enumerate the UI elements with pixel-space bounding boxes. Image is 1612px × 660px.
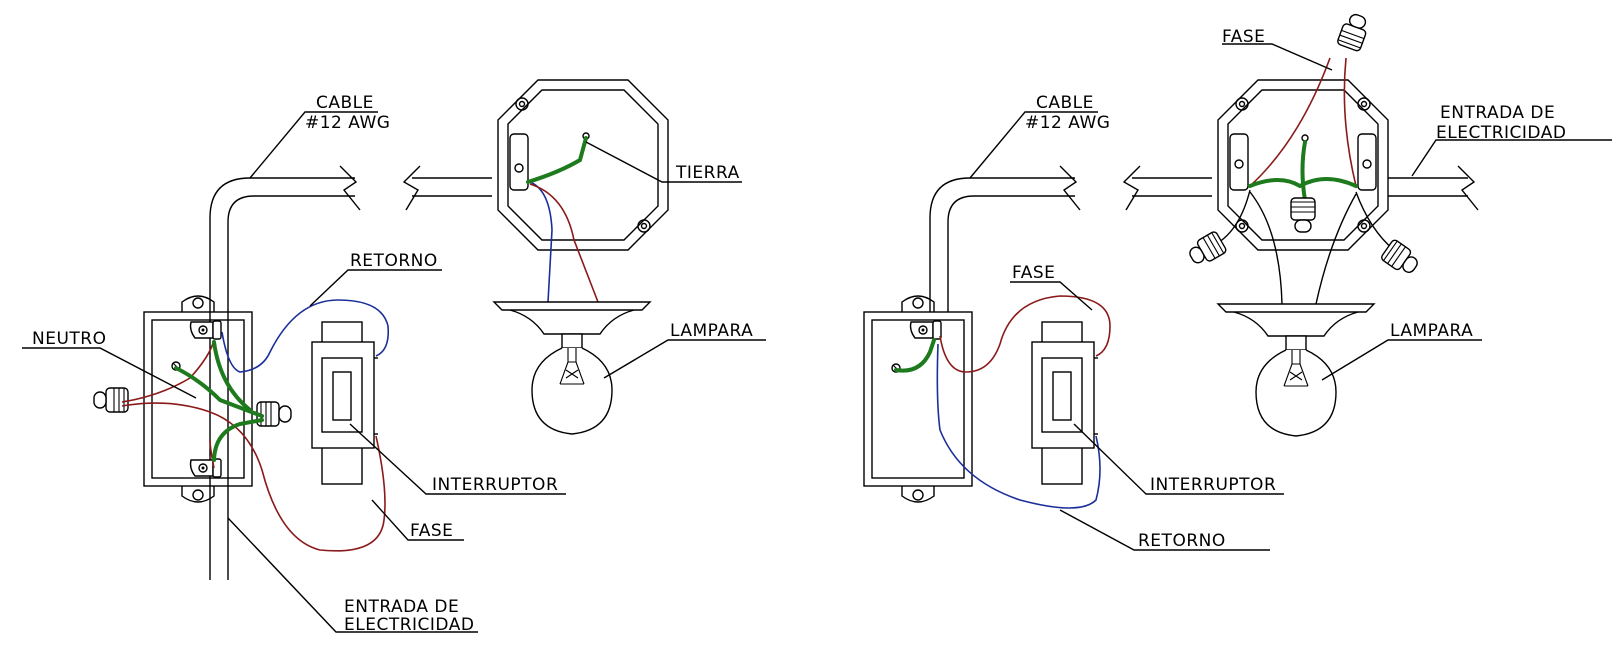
right-cable-leader xyxy=(969,111,1098,179)
right-wire-to-lamp-1 xyxy=(1249,191,1283,305)
right-diagram: FASE CABLE #12 AWG ENTRADA DE ELECTRICID… xyxy=(863,10,1612,551)
left-retorno-label: RETORNO xyxy=(350,251,438,271)
left-interruptor-label: INTERRUPTOR xyxy=(432,475,558,495)
right-retorno-wire xyxy=(936,343,1101,509)
left-tierra-leader xyxy=(585,141,742,183)
left-entrada-leader xyxy=(227,517,478,633)
left-cable-conduit-inner xyxy=(227,195,355,580)
left-fase-to-clamp xyxy=(121,339,215,403)
right-connector-center xyxy=(1290,197,1316,233)
left-cable-label-1: CABLE xyxy=(316,93,374,113)
right-interruptor-label: INTERRUPTOR xyxy=(1150,475,1276,495)
right-wire-to-lamp-2 xyxy=(1315,193,1357,305)
right-lampara-leader xyxy=(1321,339,1482,381)
left-entrada-label-2: ELECTRICIDAD xyxy=(344,615,474,635)
right-lamp xyxy=(1217,303,1375,437)
left-retorno-wire xyxy=(221,299,390,373)
left-tierra-label: TIERRA xyxy=(675,163,740,183)
left-retorno-leader xyxy=(309,269,442,307)
right-fase-in-2 xyxy=(1343,57,1357,187)
right-fase-label: FASE xyxy=(1012,263,1055,283)
right-fase-top-leader xyxy=(1222,43,1333,71)
right-retorno-label: RETORNO xyxy=(1138,531,1226,551)
right-interruptor-leader xyxy=(1073,423,1284,495)
left-interruptor-leader xyxy=(349,423,566,495)
right-switch-box xyxy=(863,295,973,503)
right-lampara-label: LAMPARA xyxy=(1390,321,1473,341)
right-entrada-label-1: ENTRADA DE xyxy=(1440,103,1555,123)
right-fase-top-label: FASE xyxy=(1222,27,1265,47)
right-cable-label-2: #12 AWG xyxy=(1025,113,1110,133)
left-cable-label-2: #12 AWG xyxy=(305,113,390,133)
right-switch-device xyxy=(1031,321,1098,485)
right-fase-wire xyxy=(939,295,1111,373)
left-lamp xyxy=(493,301,651,435)
right-connector-top xyxy=(1335,10,1372,53)
right-entrada-label-2: ELECTRICIDAD xyxy=(1436,123,1566,143)
right-connector-right xyxy=(1379,238,1423,279)
right-entrada-leader xyxy=(1411,139,1612,177)
left-lampara-leader xyxy=(603,339,766,379)
left-fase-leader xyxy=(371,499,464,541)
left-neutro-label: NEUTRO xyxy=(32,329,106,349)
left-cable-leader xyxy=(249,111,378,179)
left-cable-break xyxy=(339,165,361,211)
left-diagram: CABLE #12 AWG TIERRA RETORNO LAMPARA NEU… xyxy=(22,79,766,635)
right-connector-left xyxy=(1185,229,1228,270)
right-octagon-box xyxy=(1217,79,1389,251)
left-phase-to-lamp xyxy=(529,183,599,303)
right-cable-conduit-outer xyxy=(929,177,1075,312)
left-fase-label: FASE xyxy=(410,521,453,541)
left-lampara-label: LAMPARA xyxy=(670,321,753,341)
left-neutro-leader xyxy=(22,347,197,399)
right-ground-wire xyxy=(1248,177,1358,189)
left-ground-wire xyxy=(526,136,588,184)
left-cable-conduit-outer xyxy=(209,177,355,580)
left-neutral-to-lamp xyxy=(529,181,553,303)
left-entrada-label-1: ENTRADA DE xyxy=(344,597,459,617)
right-fase-in-1 xyxy=(1249,57,1331,187)
left-octagon-box xyxy=(497,79,669,251)
right-fase-leader xyxy=(1010,281,1093,311)
right-cable-label-1: CABLE xyxy=(1036,93,1094,113)
right-retorno-leader xyxy=(1059,509,1270,551)
left-connector-1 xyxy=(93,387,129,413)
left-switch-device xyxy=(311,321,378,485)
